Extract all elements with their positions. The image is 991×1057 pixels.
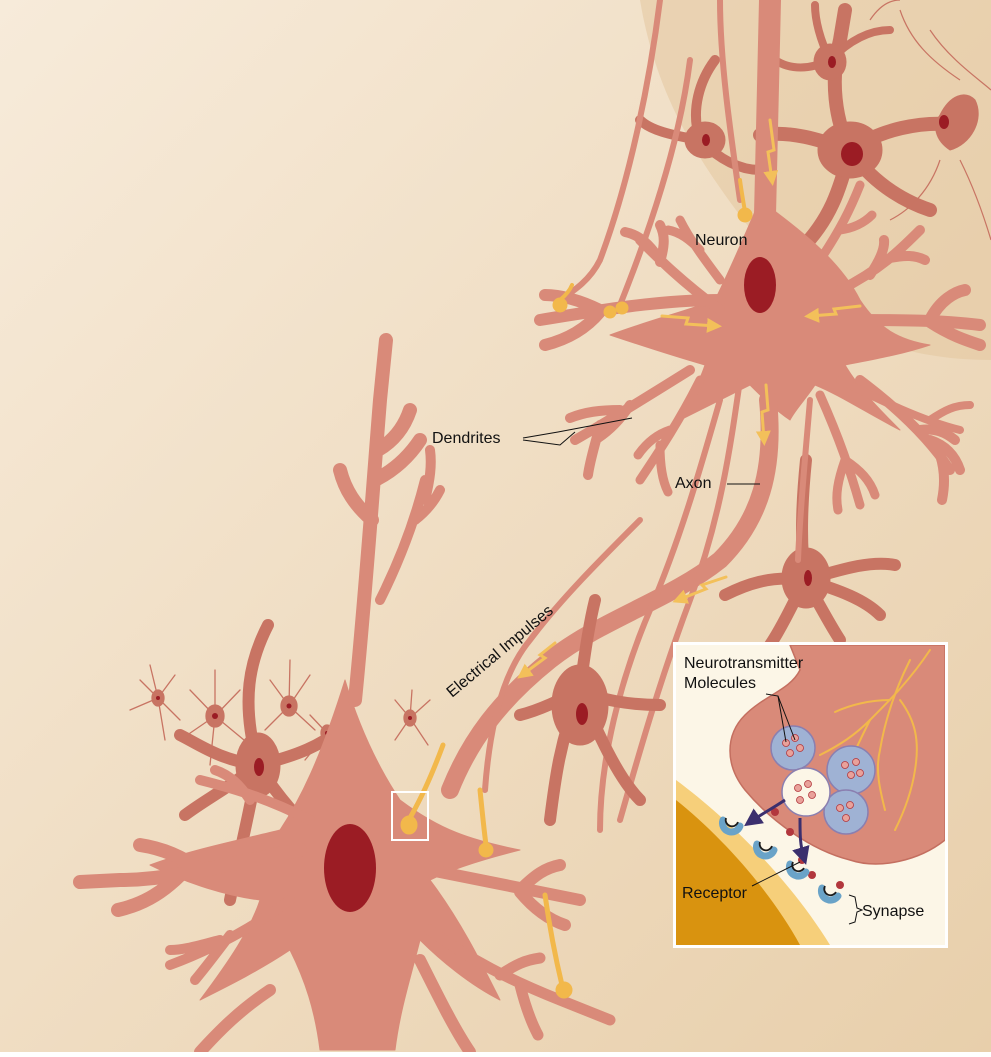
label-neurotransmitter-line1: Neurotransmitter [684,655,804,672]
large-neuron-nucleus [324,824,376,912]
background-neuron-left-nucleus [254,758,264,776]
label-synapse: Synapse [862,903,924,920]
label-neurotransmitter-line2: Molecules [684,675,756,692]
middle-neuron-nucleus [576,703,588,725]
label-receptor: Receptor [682,885,748,902]
label-dendrites: Dendrites [432,430,500,447]
small-neuron-lower-right-nucleus [804,570,812,586]
label-axon: Axon [675,475,711,492]
synapse-inset: Neurotransmitter Molecules Receptor Syna… [673,642,948,948]
label-neuron: Neuron [695,232,747,249]
upper-neuron-nucleus [744,257,776,313]
